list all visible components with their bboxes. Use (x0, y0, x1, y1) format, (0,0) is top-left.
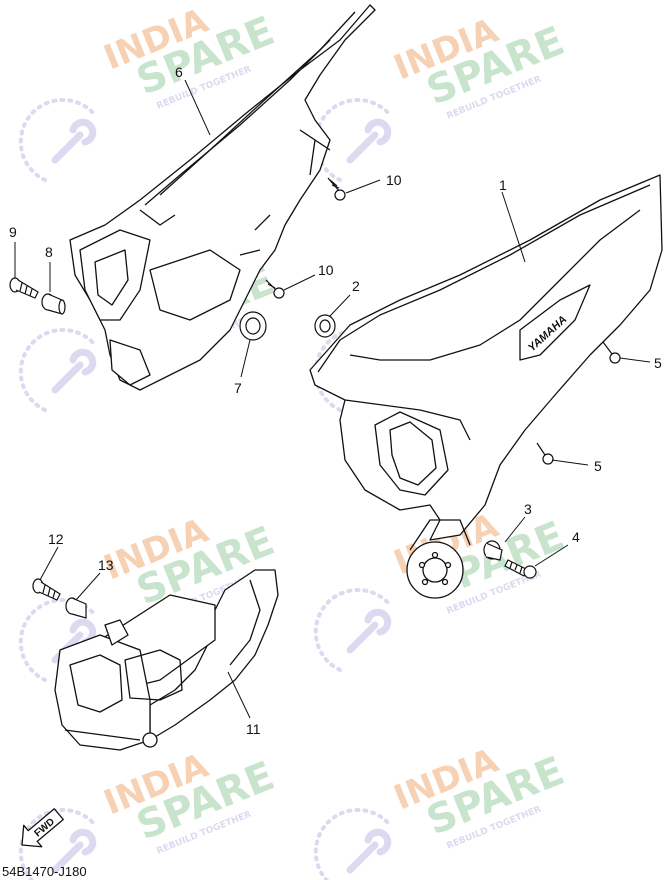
part-10-screw-upper (327, 177, 346, 201)
part-3-collar (483, 540, 503, 561)
leader-lines (14, 79, 651, 719)
part-11-bracket (54, 569, 279, 751)
callout-6: 6 (175, 64, 183, 80)
callout-5-lower: 5 (594, 458, 602, 474)
part-4-bolt (504, 559, 537, 579)
part-13-collar (65, 597, 87, 619)
part-8-collar (41, 293, 66, 315)
callout-10-upper: 10 (386, 172, 402, 188)
callout-5-upper: 5 (654, 355, 662, 371)
part-10-screw-lower (265, 279, 285, 299)
callout-11: 11 (246, 721, 261, 737)
part-7-grommet (239, 311, 267, 341)
part-1-right-side-cover: YAMAHA (309, 174, 663, 599)
callout-labels: 1 2 3 4 5 5 6 7 8 9 10 10 11 12 13 (9, 64, 662, 737)
part-5-screw-upper (602, 341, 621, 364)
callout-12: 12 (48, 531, 64, 547)
part-5-screw-lower (536, 442, 554, 465)
callout-2: 2 (352, 278, 360, 294)
drawing-code: 54B1470-J180 (2, 864, 87, 879)
part-6-left-side-cover (69, 4, 376, 391)
callout-1: 1 (499, 177, 507, 193)
callout-9: 9 (9, 224, 17, 240)
part-12-screw (32, 578, 61, 601)
callout-4: 4 (572, 529, 580, 545)
callout-8: 8 (45, 244, 53, 260)
callout-7: 7 (234, 380, 242, 396)
part-9-screw (9, 277, 39, 299)
callout-3: 3 (524, 501, 532, 517)
callout-10-lower: 10 (318, 262, 334, 278)
part-2-grommet (314, 314, 336, 338)
callout-13: 13 (98, 557, 114, 573)
